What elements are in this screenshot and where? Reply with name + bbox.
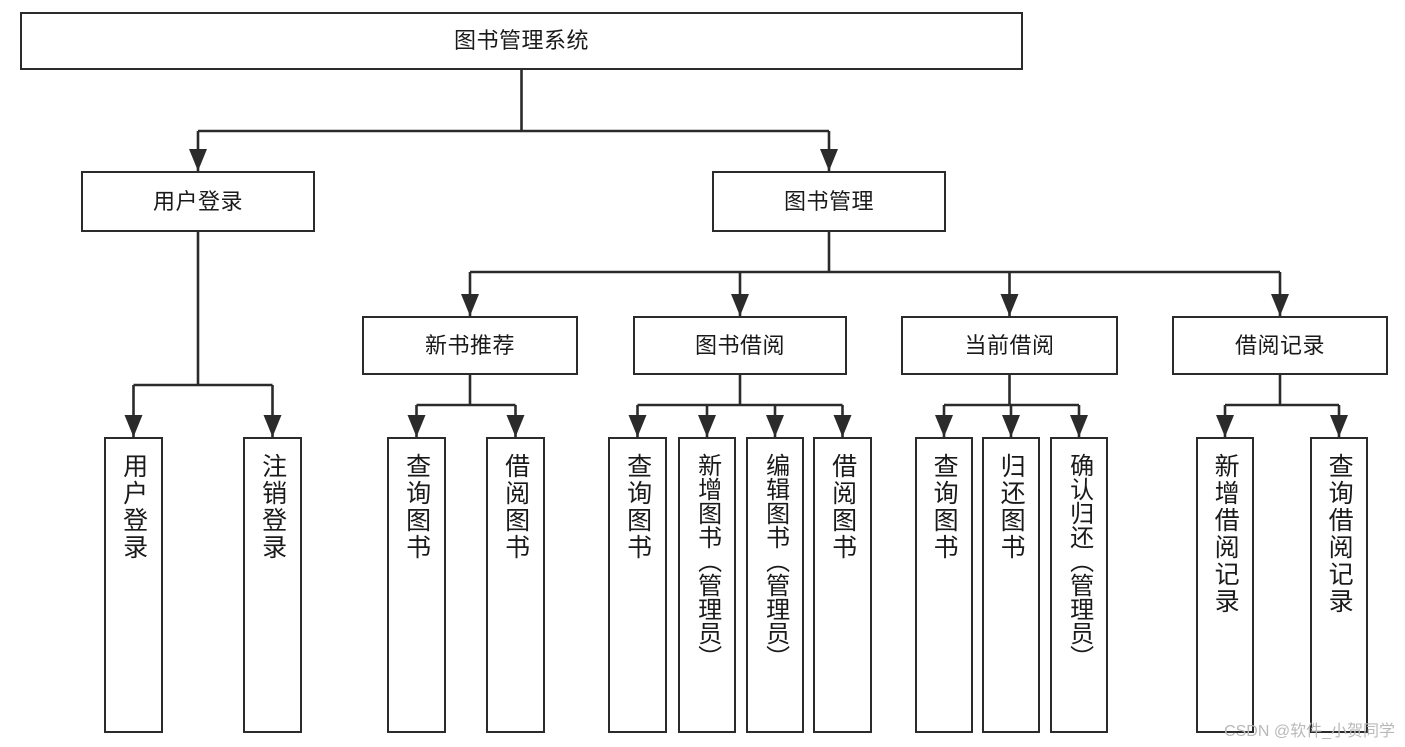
node-label: 借阅记录 [1234, 332, 1325, 358]
node-new-book-rec[interactable]: 新书推荐 [362, 316, 578, 375]
node-label: 当前借阅 [964, 332, 1055, 358]
arrowhead-leaf-query-record [1330, 415, 1348, 437]
node-current-borrow[interactable]: 当前借阅 [901, 316, 1118, 375]
node-leaf-query-book-cur[interactable]: 查询图书 [915, 437, 973, 733]
node-leaf-query-book-rec[interactable]: 查询图书 [387, 437, 446, 733]
arrowhead-leaf-logout [263, 415, 282, 437]
arrowhead-leaf-user-login [124, 415, 143, 437]
arrowhead-leaf-borrow-book-rec [506, 415, 525, 437]
node-root[interactable]: 图书管理系统 [20, 12, 1023, 70]
arrowhead-leaf-add-book [698, 415, 716, 437]
arrowhead-leaf-confirm-return [1070, 415, 1088, 437]
node-label: 归还图书 [997, 453, 1026, 561]
node-label: 确认归还（管理员） [1065, 453, 1093, 669]
arrowhead-user-login [189, 149, 207, 171]
node-label: 注销登录 [258, 453, 287, 561]
node-label: 新书推荐 [424, 332, 515, 358]
node-label: 用户登录 [152, 188, 243, 214]
node-borrow-record[interactable]: 借阅记录 [1172, 316, 1388, 375]
node-label: 图书借阅 [694, 332, 785, 358]
node-leaf-return-book[interactable]: 归还图书 [982, 437, 1040, 733]
node-book-borrow[interactable]: 图书借阅 [633, 316, 847, 375]
node-leaf-query-record[interactable]: 查询借阅记录 [1310, 437, 1368, 733]
arrowhead-current-borrow [1000, 294, 1019, 316]
node-label: 查询图书 [623, 453, 652, 561]
node-leaf-borrow-book-rec[interactable]: 借阅图书 [486, 437, 545, 733]
arrowhead-leaf-return-book [1002, 415, 1020, 437]
node-leaf-add-record[interactable]: 新增借阅记录 [1196, 437, 1254, 733]
arrowhead-leaf-query-book-cur [935, 415, 953, 437]
node-book-manage[interactable]: 图书管理 [712, 171, 946, 232]
node-label: 图书管理 [783, 188, 874, 214]
node-label: 借阅图书 [501, 453, 530, 561]
arrowhead-leaf-query-book-rec [407, 415, 426, 437]
arrowhead-leaf-query-book [628, 415, 647, 437]
node-label: 查询图书 [930, 453, 959, 561]
arrowhead-leaf-add-record [1216, 415, 1234, 437]
node-leaf-logout[interactable]: 注销登录 [243, 437, 302, 733]
node-leaf-query-book[interactable]: 查询图书 [608, 437, 667, 733]
arrowhead-borrow-record [1271, 294, 1289, 316]
node-leaf-user-login[interactable]: 用户登录 [104, 437, 163, 733]
node-leaf-add-book[interactable]: 新增图书（管理员） [678, 437, 736, 733]
arrowhead-new-book-rec [461, 294, 479, 316]
node-leaf-edit-book[interactable]: 编辑图书（管理员） [746, 437, 804, 733]
arrowhead-leaf-edit-book [766, 415, 784, 437]
node-label: 借阅图书 [828, 453, 857, 561]
node-label: 查询图书 [402, 453, 431, 561]
node-leaf-borrow-book[interactable]: 借阅图书 [813, 437, 872, 733]
node-label: 新增图书（管理员） [693, 453, 721, 669]
node-label: 编辑图书（管理员） [761, 453, 789, 669]
node-label: 查询借阅记录 [1325, 453, 1354, 615]
node-leaf-confirm-return[interactable]: 确认归还（管理员） [1050, 437, 1108, 733]
node-label: 图书管理系统 [453, 28, 589, 54]
arrowhead-leaf-borrow-book [833, 415, 852, 437]
watermark-text: CSDN @软件_小贺同学 [1224, 723, 1395, 740]
arrowhead-book-borrow [731, 294, 749, 316]
arrowhead-book-manage [820, 149, 838, 171]
node-label: 用户登录 [119, 453, 148, 561]
node-user-login[interactable]: 用户登录 [81, 171, 315, 232]
node-label: 新增借阅记录 [1211, 453, 1240, 615]
